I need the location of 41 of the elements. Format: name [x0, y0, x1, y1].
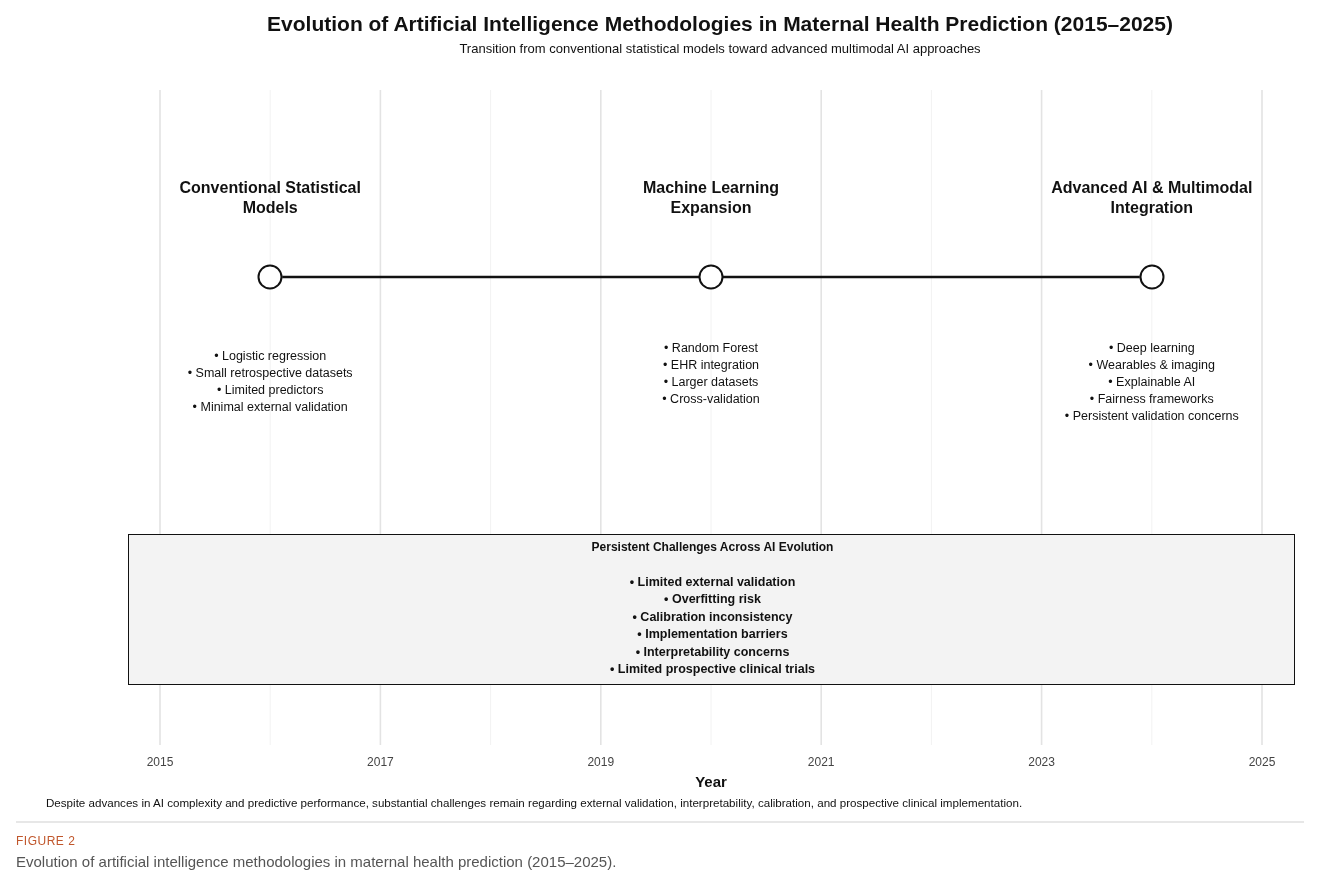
subtitle: Transition from conventional statistical models toward advanced multimodal AI approaches — [459, 41, 981, 56]
timeline-marker — [257, 264, 284, 290]
bullet-item: • Calibration inconsistency — [632, 608, 793, 626]
phase-heading: Advanced AI & Multimodal Integration — [1050, 178, 1254, 218]
axis-tick-label: 2025 — [1248, 755, 1276, 769]
bullet-item: • Minimal external validation — [192, 399, 348, 416]
axis-tick-label: 2023 — [1028, 755, 1055, 769]
chart-title: Evolution of Artificial Intelligence Methodologies in Maternal Health Prediction (2015–2025) — [267, 12, 1173, 36]
box-heading: Persistent Challenges Across AI Evolution — [591, 539, 834, 556]
bullet-item: • Limited external validation — [629, 573, 796, 591]
bullet-item: • Implementation barriers — [637, 626, 788, 643]
bullet-item: • Limited predictors — [216, 382, 324, 399]
timeline-line — [723, 275, 1140, 279]
phase-heading: Machine Learning Expansion — [642, 178, 780, 218]
figure-caption: Evolution of artificial intelligence methodologies in maternal health prediction (2015–2025). — [16, 853, 617, 870]
challenges-box — [128, 534, 1295, 685]
timeline-marker — [1138, 264, 1165, 290]
timeline-line — [282, 275, 699, 279]
bullet-item: • Deep learning — [1108, 340, 1195, 357]
bullet-item: • Explainable AI — [1108, 374, 1196, 391]
phase-heading: Conventional Statistical Models — [178, 178, 362, 218]
axis-title: Year — [695, 773, 727, 790]
axis-tick-label: 2015 — [146, 755, 174, 769]
bullet-item: • EHR integration — [662, 357, 760, 374]
bullet-item: • Random Forest — [664, 340, 758, 357]
axis-tick-label: 2019 — [587, 755, 615, 769]
bullet-item: • Wearables & imaging — [1088, 357, 1215, 374]
axis-tick-label: 2017 — [367, 755, 394, 769]
bullet-item: • Larger datasets — [663, 374, 759, 391]
axis-tick-label: 2021 — [807, 755, 835, 769]
bullet-item: • Cross-validation — [662, 391, 760, 408]
bullet-item: • Overfitting risk — [664, 591, 761, 608]
bullet-item: • Small retrospective datasets — [187, 365, 353, 382]
bullet-item: • Fairness frameworks — [1089, 391, 1214, 408]
figure-number: FIGURE 2 — [16, 834, 76, 848]
bullet-item: • Logistic regression — [214, 348, 327, 365]
bullet-item: • Interpretability concerns — [635, 643, 790, 661]
bullet-item: • Limited prospective clinical trials — [609, 661, 816, 678]
bullet-item: • Persistent validation concerns — [1064, 408, 1239, 425]
timeline-marker — [698, 264, 724, 290]
footnote: Despite advances in AI complexity and predictive performance, substantial challenges remain regarding external validation, interpretability, calibration, and prospective clinical implementation. — [46, 796, 1023, 809]
